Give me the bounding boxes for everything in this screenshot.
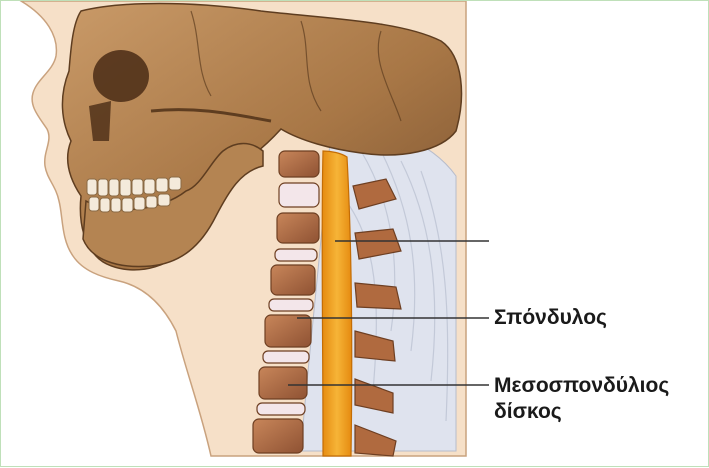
vertebra-label: Σπόνδυλος bbox=[494, 305, 607, 331]
eye-socket bbox=[93, 50, 149, 102]
spinal-cord bbox=[322, 151, 352, 456]
intervertebral-disc-label: Μεσοσπονδύλιος δίσκος bbox=[494, 373, 669, 425]
intervertebral-disc-label-line1: Μεσοσπονδύλιος bbox=[494, 373, 669, 399]
intervertebral-disc-label-line2: δίσκος bbox=[494, 399, 669, 425]
